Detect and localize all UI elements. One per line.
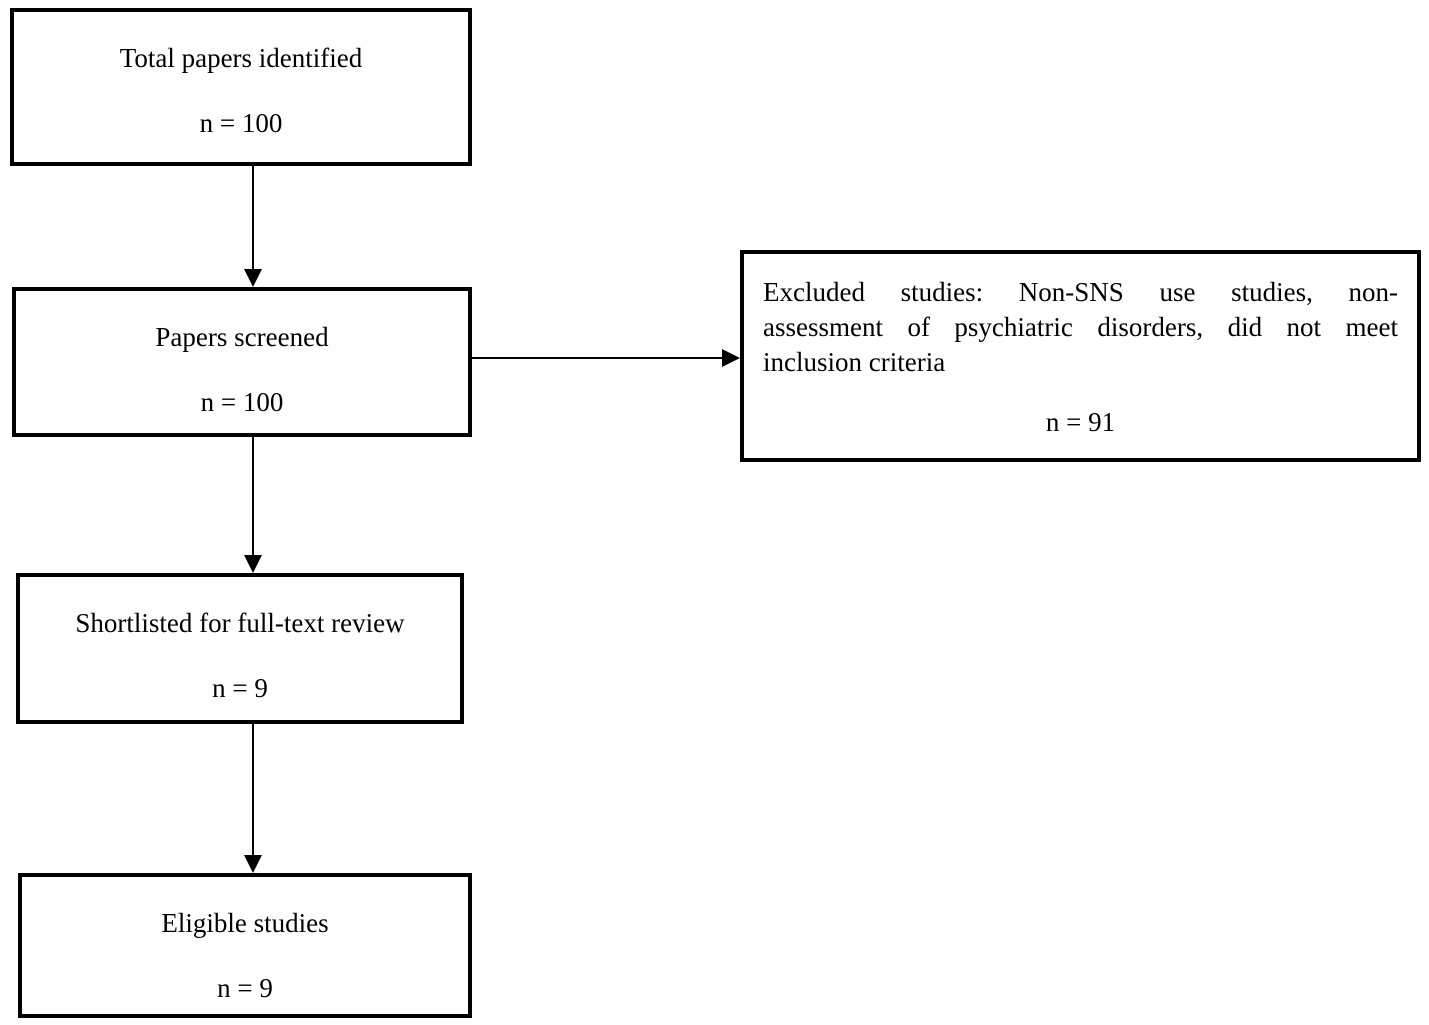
arrow-shortlisted-to-eligible-line [252,724,254,856]
box-label: Excluded studies: Non-SNS use studies, n… [763,275,1398,380]
excluded-text-line: Excluded studies: Non-SNS use studies, n… [763,277,1398,307]
arrow-right-icon [722,349,740,367]
box-total-papers-identified: Total papers identified n = 100 [10,8,472,166]
box-label: Eligible studies [161,908,329,938]
excluded-text-line: assessment of psychiatric disorders, did… [763,312,1398,342]
box-count: n = 91 [1045,407,1116,437]
arrow-identified-to-screened-line [252,166,254,270]
box-label: Shortlisted for full-text review [75,608,405,638]
box-label: Papers screened [155,322,329,352]
box-eligible-studies: Eligible studies n = 9 [18,873,472,1018]
arrow-down-icon [244,855,262,873]
arrow-down-icon [244,269,262,287]
box-count: n = 9 [217,973,273,1003]
box-count: n = 100 [200,387,284,417]
box-count: n = 100 [199,108,283,138]
excluded-text-line: inclusion criteria [763,347,946,377]
box-papers-screened: Papers screened n = 100 [12,287,472,437]
arrow-screened-to-shortlisted-line [252,437,254,556]
arrow-down-icon [244,555,262,573]
box-shortlisted-full-text-review: Shortlisted for full-text review n = 9 [16,573,464,724]
box-count: n = 9 [212,673,268,703]
arrow-screened-to-excluded-line [472,357,723,359]
box-excluded-studies: Excluded studies: Non-SNS use studies, n… [740,250,1421,462]
box-label: Total papers identified [119,43,363,73]
